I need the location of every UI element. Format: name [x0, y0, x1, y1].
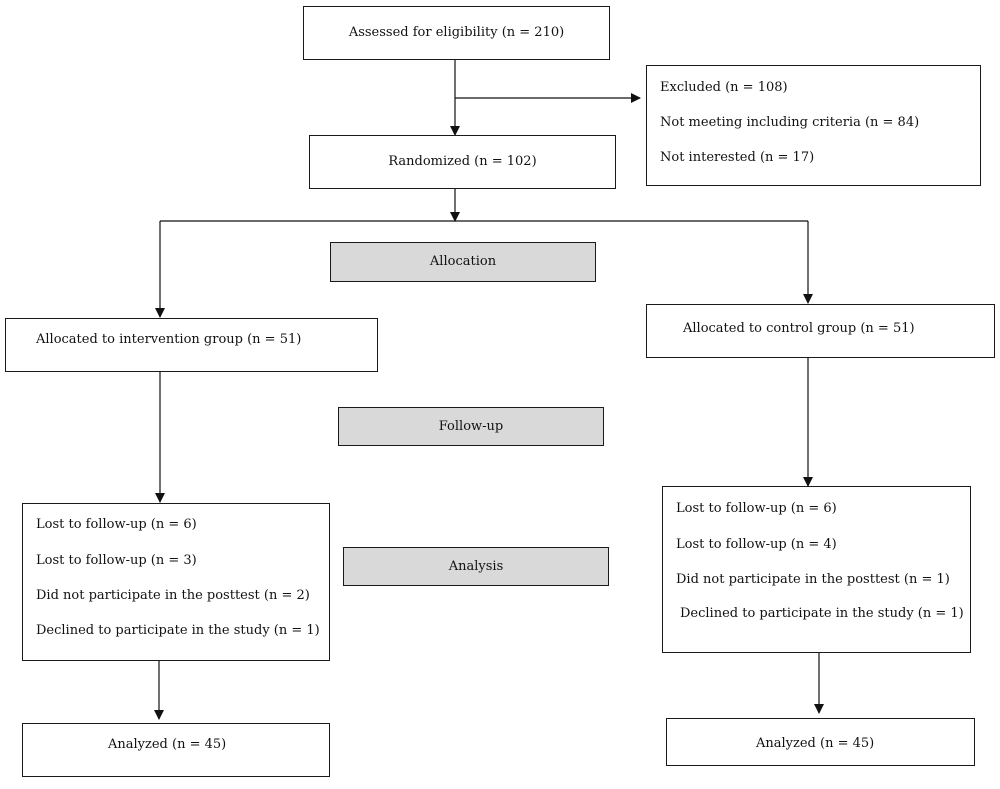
excluded-box: Excluded (n = 108) Not meeting including… [646, 65, 981, 186]
intervention-loss-line: Lost to follow-up (n = 6) [36, 517, 197, 532]
intervention-loss-line: Lost to follow-up (n = 3) [36, 553, 197, 568]
intervention-allocated-box: Allocated to intervention group (n = 51) [5, 318, 378, 372]
intervention-loss-line: Did not participate in the posttest (n =… [36, 588, 310, 603]
control-loss-line: Did not participate in the posttest (n =… [676, 572, 950, 587]
randomized-label: Randomized (n = 102) [388, 154, 537, 169]
randomized-box: Randomized (n = 102) [309, 135, 616, 189]
stage-allocation: Allocation [330, 242, 596, 282]
stage-followup-label: Follow-up [438, 418, 504, 434]
control-analyzed-box: Analyzed (n = 45) [666, 718, 975, 766]
assessed-label: Assessed for eligibility (n = 210) [348, 25, 565, 40]
control-loss-line: Lost to follow-up (n = 6) [676, 501, 837, 516]
excluded-title: Excluded (n = 108) [660, 80, 788, 95]
excluded-line: Not interested (n = 17) [660, 150, 815, 165]
control-losses-box: Lost to follow-up (n = 6) Lost to follow… [662, 486, 971, 653]
intervention-analyzed-box: Analyzed (n = 45) [22, 723, 330, 777]
assessed-box: Assessed for eligibility (n = 210) [303, 6, 610, 60]
stage-allocation-label: Allocation [429, 254, 497, 269]
control-loss-line: Lost to follow-up (n = 4) [676, 537, 837, 552]
intervention-losses-box: Lost to follow-up (n = 6) Lost to follow… [22, 503, 330, 661]
stage-analysis: Analysis [343, 547, 609, 586]
stage-analysis-label: Analysis [448, 558, 504, 574]
control-allocated-box: Allocated to control group (n = 51) [646, 304, 995, 358]
stage-followup: Follow-up [338, 407, 604, 446]
control-analyzed-label: Analyzed (n = 45) [756, 736, 875, 751]
control-allocated-label: Allocated to control group (n = 51) [683, 321, 915, 336]
intervention-allocated-label: Allocated to intervention group (n = 51) [36, 332, 302, 347]
intervention-analyzed-label: Analyzed (n = 45) [108, 737, 227, 752]
excluded-line: Not meeting including criteria (n = 84) [660, 115, 920, 130]
intervention-loss-line: Declined to participate in the study (n … [36, 623, 320, 638]
control-loss-line: Declined to participate in the study (n … [680, 606, 964, 621]
